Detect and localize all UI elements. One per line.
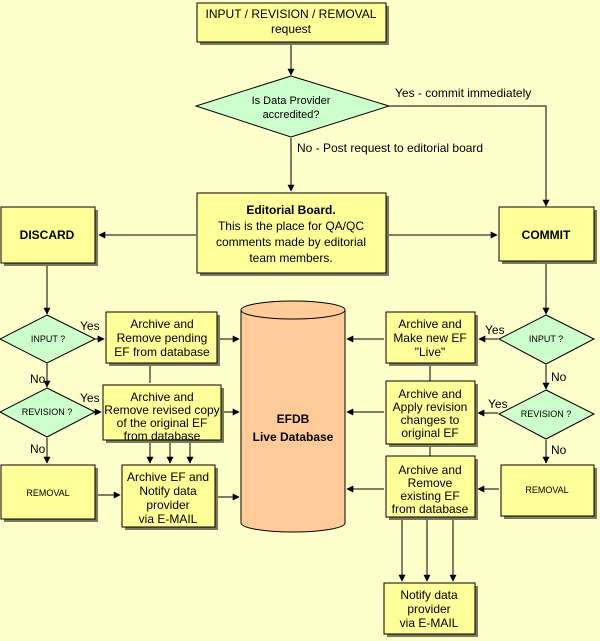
- editorial-board-line-1: This is the place for QA/QC: [218, 219, 364, 233]
- notify-left-line-3: provider: [146, 498, 189, 512]
- apply-revision-line-3: changes to: [401, 413, 460, 427]
- label-left-revision-no: No: [30, 442, 46, 456]
- revised-line-2: Remove revised copy: [104, 403, 219, 417]
- make-live-line-1: Archive and: [398, 317, 461, 331]
- make-live-line-3: "Live": [415, 345, 446, 359]
- notify-right-line-1: Notify data: [400, 588, 458, 602]
- remove-existing-line-4: from database: [392, 502, 469, 516]
- right-revision-label: REVISION ?: [521, 409, 572, 419]
- archive-remove-pending-box: Archive and Remove pending EF from datab…: [105, 311, 220, 366]
- efdb-database-cylinder: EFDB Live Database: [240, 300, 346, 533]
- accredited-decision: Is Data Provider accredited?: [194, 75, 391, 138]
- right-removal-box: REMOVAL: [500, 464, 597, 519]
- revised-line-3: of the original EF: [117, 416, 208, 430]
- apply-revision-line-1: Archive and: [398, 387, 461, 401]
- make-live-line-2: Make new EF: [393, 331, 466, 345]
- left-input-decision: INPUT ?: [0, 314, 97, 364]
- notify-right-box: Notify data provider via E-MAIL: [383, 582, 478, 637]
- editorial-board-line-3: team members.: [249, 251, 332, 265]
- label-yes-commit: Yes - commit immediately: [395, 86, 531, 100]
- remove-existing-line-1: Archive and: [398, 463, 461, 477]
- editorial-board-title: Editorial Board.: [246, 203, 335, 217]
- label-right-input-no: No: [551, 370, 567, 384]
- pending-line-3: EF from database: [114, 345, 210, 359]
- accredited-line-2: accredited?: [263, 109, 320, 121]
- right-revision-decision: REVISION ?: [497, 389, 596, 440]
- request-box: INPUT / REVISION / REMOVAL request: [196, 2, 389, 45]
- left-removal-box: REMOVAL: [0, 464, 98, 522]
- revised-line-4: from database: [124, 429, 201, 443]
- notify-right-line-2: provider: [407, 602, 450, 616]
- left-removal-label: REMOVAL: [26, 488, 69, 498]
- left-revision-label: REVISION ?: [22, 407, 73, 417]
- editorial-board-line-2: comments made by editorial: [216, 235, 366, 249]
- label-no-post: No - Post request to editorial board: [297, 141, 483, 155]
- connectors: [43, 44, 550, 582]
- editorial-board-box: Editorial Board. This is the place for Q…: [196, 192, 389, 276]
- apply-revision-line-4: original EF: [401, 426, 458, 440]
- accredited-line-1: Is Data Provider: [252, 95, 331, 107]
- right-removal-label: REMOVAL: [525, 485, 568, 495]
- notify-right-line-3: via E-MAIL: [400, 616, 459, 630]
- right-input-label: INPUT ?: [529, 334, 563, 344]
- left-revision-decision: REVISION ?: [0, 387, 97, 438]
- archive-notify-left-box: Archive EF and Notify data provider via …: [121, 464, 218, 530]
- archive-remove-revised-box: Archive and Remove revised copy of the o…: [102, 384, 224, 443]
- label-right-input-yes: Yes: [485, 323, 505, 337]
- remove-existing-line-3: existing EF: [400, 489, 459, 503]
- commit-box: COMMIT: [498, 206, 597, 264]
- revised-line-1: Archive and: [130, 390, 193, 404]
- label-right-revision-no: No: [551, 443, 567, 457]
- database-line-1: EFDB: [277, 412, 310, 426]
- label-left-revision-yes: Yes: [80, 391, 100, 405]
- notify-left-line-4: via E-MAIL: [139, 512, 198, 526]
- pending-line-1: Archive and: [130, 317, 193, 331]
- label-left-input-yes: Yes: [80, 319, 100, 333]
- database-line-2: Live Database: [253, 430, 334, 444]
- label-left-input-no: No: [30, 372, 46, 386]
- notify-left-line-1: Archive EF and: [127, 470, 209, 484]
- discard-label: DISCARD: [20, 228, 75, 242]
- notify-left-line-2: Notify data: [139, 484, 197, 498]
- remove-existing-box: Archive and Remove existing EF from data…: [385, 455, 478, 520]
- request-line-2: request: [271, 22, 312, 36]
- edge-labels: Yes - commit immediately No - Post reque…: [30, 86, 567, 457]
- apply-revision-line-2: Apply revision: [393, 400, 468, 414]
- left-input-label: INPUT ?: [31, 334, 65, 344]
- remove-existing-line-2: Remove: [408, 476, 453, 490]
- label-right-revision-yes: Yes: [488, 397, 508, 411]
- request-line-1: INPUT / REVISION / REMOVAL: [206, 7, 377, 21]
- make-new-live-box: Archive and Make new EF "Live": [385, 311, 478, 366]
- discard-box: DISCARD: [0, 206, 98, 266]
- pending-line-2: Remove pending: [117, 331, 208, 345]
- right-input-decision: INPUT ?: [497, 314, 596, 365]
- apply-revision-box: Archive and Apply revision changes to or…: [385, 380, 478, 447]
- commit-label: COMMIT: [522, 228, 571, 242]
